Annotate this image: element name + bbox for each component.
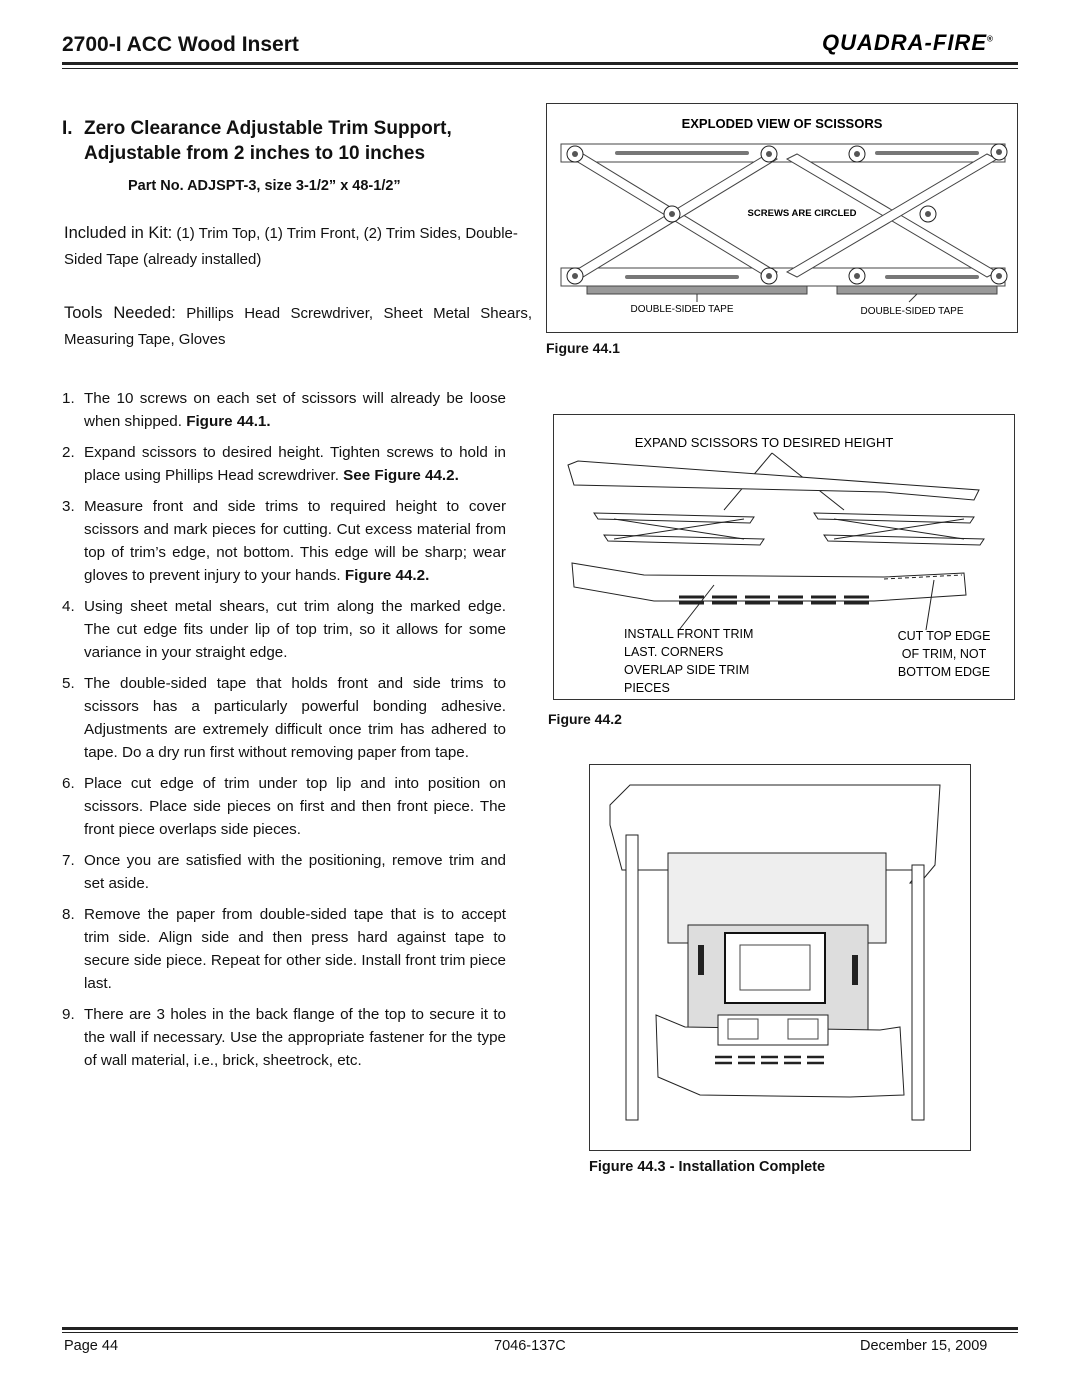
- header-rule-thick: [62, 62, 1018, 65]
- step-item: 7.Once you are satisfied with the positi…: [62, 852, 506, 892]
- brand-logo: QUADRA-FIRE®: [822, 30, 994, 56]
- step-item: 3.Measure front and side trims to requir…: [62, 498, 506, 584]
- part-number: Part No. ADJSPT-3, size 3-1/2” x 48-1/2”: [128, 178, 401, 194]
- expand-scissors-diagram: EXPAND SCISSORS TO DESIRED HEIGHT: [567, 435, 991, 695]
- figure2-left-note-2: LAST. CORNERS: [624, 645, 723, 659]
- footer-rule-thick: [62, 1327, 1018, 1330]
- step-item: 1.The 10 screws on each set of scissors …: [62, 390, 506, 430]
- registered-mark: ®: [987, 34, 994, 44]
- figure-44-3-caption: Figure 44.3 - Installation Complete: [589, 1159, 826, 1175]
- section-heading: I. Zero Clearance Adjustable Trim Support…: [62, 116, 452, 166]
- figure-44-3-box: [589, 764, 971, 1151]
- step-item: 2.Expand scissors to desired height. Tig…: [62, 444, 506, 484]
- footer-date: December 15, 2009: [860, 1338, 988, 1354]
- tape-label-left: DOUBLE-SIDED TAPE: [631, 304, 734, 315]
- kit-text: (1) Trim Top, (1) Trim Front, (2) Trim S…: [64, 225, 518, 268]
- step-item: 6.Place cut edge of trim under top lip a…: [62, 775, 506, 838]
- figure2-left-note-1: INSTALL FRONT TRIM: [624, 627, 753, 641]
- figure2-right-note-1: CUT TOP EDGE: [898, 629, 991, 643]
- figure-44-2-box: EXPAND SCISSORS TO DESIRED HEIGHT: [553, 414, 1015, 700]
- section-title-line2: Adjustable from 2 inches to 10 inches: [84, 143, 426, 164]
- page-header-title: 2700-I ACC Wood Insert: [62, 33, 299, 56]
- kit-contents: Included in Kit: (1) Trim Top, (1) Trim …: [64, 220, 532, 273]
- screws-note: SCREWS ARE CIRCLED: [748, 208, 857, 219]
- footer-page-number: Page 44: [64, 1338, 119, 1354]
- figure2-top-note: EXPAND SCISSORS TO DESIRED HEIGHT: [635, 435, 894, 450]
- kit-label: Included in Kit:: [64, 224, 173, 242]
- instruction-steps: 1.The 10 screws on each set of scissors …: [62, 387, 506, 1080]
- brand-name: QUADRA-FIRE: [822, 30, 987, 55]
- tape-label-right: DOUBLE-SIDED TAPE: [861, 306, 964, 317]
- figure2-left-note-3: OVERLAP SIDE TRIM: [624, 663, 749, 677]
- header-rule-thin: [62, 68, 1018, 69]
- scissors-exploded-diagram: EXPLODED VIEW OF SCISSORS SCREWS ARE: [560, 116, 1008, 317]
- tools-text: Phillips Head Screwdriver, Sheet Metal S…: [64, 305, 533, 348]
- footer-rule-thin: [62, 1332, 1018, 1333]
- figure2-right-note-3: BOTTOM EDGE: [898, 665, 990, 679]
- section-number: I.: [62, 118, 73, 139]
- tools-needed: Tools Needed: Phillips Head Screwdriver,…: [64, 300, 532, 353]
- tools-label: Tools Needed:: [64, 304, 176, 322]
- installation-complete-illustration: [609, 784, 941, 1121]
- step-item: 9.There are 3 holes in the back flange o…: [62, 1006, 506, 1069]
- step-item: 4.Using sheet metal shears, cut trim alo…: [62, 598, 506, 661]
- step-item: 5.The double-sided tape that holds front…: [62, 675, 506, 761]
- figure-44-1-box: EXPLODED VIEW OF SCISSORS SCREWS ARE: [546, 103, 1018, 333]
- section-title-line1: Zero Clearance Adjustable Trim Support,: [84, 118, 452, 139]
- figure1-title: EXPLODED VIEW OF SCISSORS: [682, 116, 883, 131]
- figure-44-2-caption: Figure 44.2: [548, 711, 622, 727]
- figure-44-1-caption: Figure 44.1: [546, 340, 620, 356]
- step-item: 8.Remove the paper from double-sided tap…: [62, 906, 506, 992]
- footer-doc-number: 7046-137C: [494, 1338, 566, 1354]
- figure2-left-note-4: PIECES: [624, 681, 670, 695]
- figure2-right-note-2: OF TRIM, NOT: [902, 647, 987, 661]
